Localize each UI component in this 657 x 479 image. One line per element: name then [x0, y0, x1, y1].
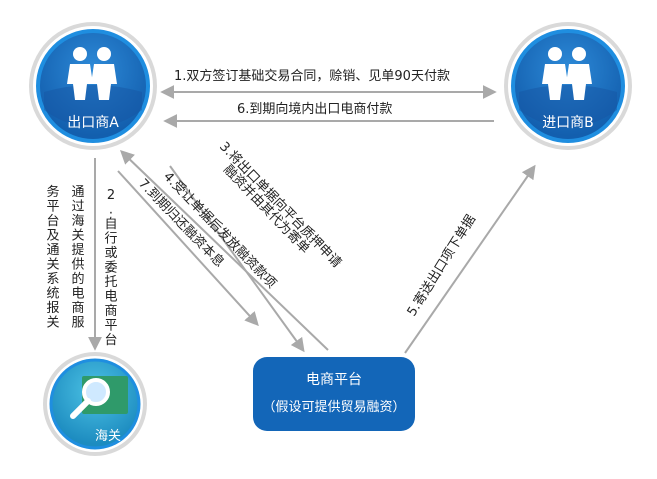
vertical-char: 关	[71, 229, 84, 244]
vertical-char: 通	[46, 243, 59, 258]
vertical-char: .	[109, 203, 113, 218]
vertical-char: 通	[71, 185, 84, 200]
arrow-e5	[404, 164, 536, 354]
vertical-char: 自	[104, 217, 117, 232]
vertical-char: 台	[46, 214, 59, 229]
customs-label: 海关	[95, 429, 121, 444]
vertical-char: 及	[46, 229, 59, 244]
people-icon	[67, 47, 117, 100]
vertical-char: 过	[71, 200, 84, 215]
importer-label: 进口商B	[542, 115, 594, 131]
vertical-char: 行	[104, 232, 117, 247]
vertical-char: 报	[46, 301, 59, 316]
vertical-char: 服	[71, 316, 84, 331]
vertical-char: 关	[46, 316, 59, 331]
magnifier-icon	[70, 378, 110, 419]
customs-node: 海关	[43, 352, 147, 456]
arrow-e7	[117, 170, 259, 327]
vertical-char: 托	[104, 275, 117, 290]
arrow-e3	[119, 150, 329, 351]
people-icon	[542, 47, 592, 100]
edge-label-e5: 5.寄送出口项下单据	[404, 212, 479, 319]
edge-label-e1: 1.双方签订基础交易合同，赊销、见单90天付款	[174, 68, 450, 84]
vertical-char: 系	[46, 272, 59, 287]
edge-label-e6: 6.到期向境内出口电商付款	[237, 101, 392, 117]
vertical-char: 商	[71, 301, 84, 316]
vertical-char: 海	[71, 214, 84, 229]
vertical-char: 平	[104, 319, 117, 334]
vertical-char: 2	[107, 188, 115, 203]
arrows	[88, 85, 536, 354]
vertical-char: 关	[46, 258, 59, 273]
vertical-char: 电	[71, 287, 84, 302]
vertical-char: 或	[104, 246, 117, 261]
platform-node: 电商平台 （假设可提供贸易融资）	[253, 357, 415, 431]
vertical-char: 统	[46, 287, 59, 302]
vertical-char: 商	[104, 304, 117, 319]
vertical-char: 委	[104, 261, 117, 276]
platform-subtitle: （假设可提供贸易融资）	[262, 399, 405, 415]
importer-node: 进口商B	[504, 22, 632, 150]
arrow-e4	[169, 165, 305, 353]
exporter-node: 出口商A	[29, 22, 157, 150]
vertical-char: 电	[104, 290, 117, 305]
vertical-char: 务	[46, 184, 59, 200]
vertical-char: 提	[71, 242, 84, 258]
vertical-char: 供	[71, 258, 84, 273]
vertical-char: 台	[104, 333, 117, 348]
platform-title: 电商平台	[306, 372, 362, 388]
exporter-label: 出口商A	[67, 115, 119, 131]
vertical-char: 平	[46, 200, 59, 215]
vertical-char: 的	[71, 271, 84, 287]
